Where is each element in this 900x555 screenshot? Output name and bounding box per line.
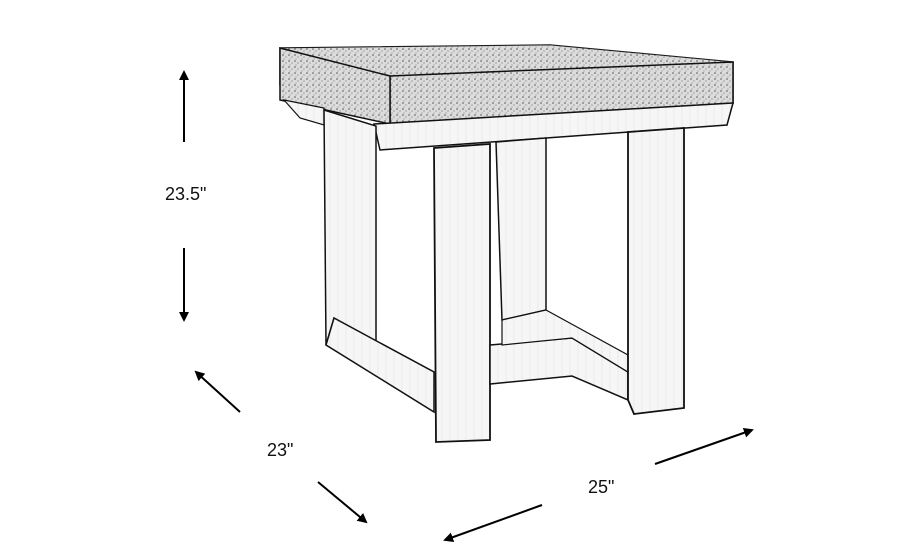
depth-arrow — [194, 370, 368, 524]
width-arrow — [443, 427, 754, 542]
legs-frame — [323, 108, 685, 443]
depth-label: 23" — [267, 440, 294, 460]
width-label: 25" — [588, 477, 615, 497]
table-top — [279, 44, 734, 125]
height-label: 23.5" — [165, 184, 207, 204]
